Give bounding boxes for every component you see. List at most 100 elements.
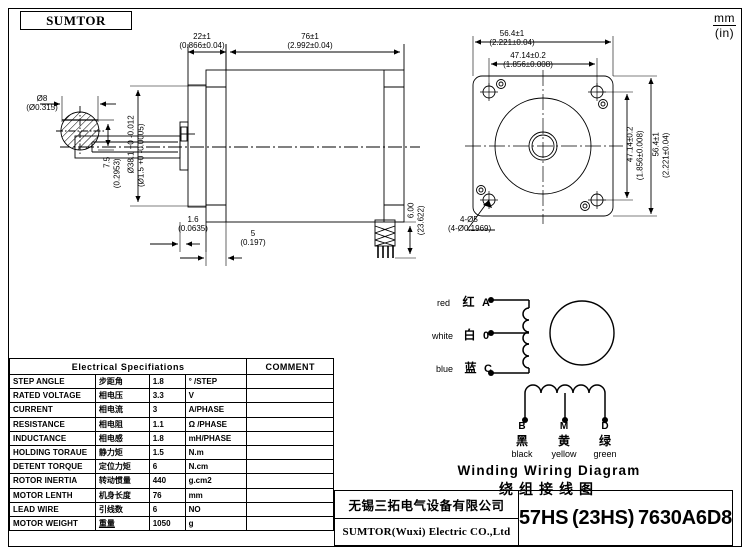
spec-comment-8 <box>246 487 334 503</box>
dim-bolt-circle-vertical-in: (1.856±0.008) <box>635 130 645 181</box>
model-number: 57HS (23HS) 7630A6D8 <box>518 506 732 529</box>
dim-body-length: 76±1 (2.992±0.04) <box>255 32 365 50</box>
dim-bolt-circle-horizontal: 47.14±0.2 (1.856±0.008) <box>448 51 608 69</box>
dim-bolt-circle-vertical: 47.14±0.2 (1.856±0.008) <box>626 127 645 181</box>
spec-comment-10 <box>246 515 334 532</box>
phase-lead-red-phase: A <box>481 297 490 309</box>
spec-label-cn-0: 步距角 <box>94 373 150 390</box>
dim-shaft-diameter-mm: Ø8 <box>36 94 48 103</box>
terminal-m: M 黄 yellow <box>544 421 584 459</box>
shaft-section-detail <box>22 92 137 202</box>
dim-pilot-diameter-in: (Ø1.5 +0 -0.0005) <box>136 123 146 187</box>
title-block-company: 无锡三拓电气设备有限公司 SUMTOR(Wuxi) Electric CO.,L… <box>335 491 519 545</box>
callout-mounting-holes-in: (4-Ø0.1969) <box>448 223 492 233</box>
spec-value-5: 1.5 <box>148 444 186 461</box>
spec-value-2: 3 <box>148 402 186 418</box>
shaft-section-svg <box>40 96 116 156</box>
title-block: 无锡三拓电气设备有限公司 SUMTOR(Wuxi) Electric CO.,L… <box>334 490 733 546</box>
terminal-d-color-en: green <box>593 449 617 459</box>
side-view-svg <box>60 44 420 266</box>
spec-value-0: 1.8 <box>148 373 186 390</box>
dim-body-width-mm: 56.4±1 <box>499 29 525 38</box>
terminal-m-color-en: yellow <box>551 449 577 459</box>
spec-label-en-10: MOTOR WEIGHT <box>9 515 96 532</box>
spec-value-3: 1.1 <box>148 416 186 432</box>
terminal-d-color-cn: 绿 <box>598 434 611 448</box>
spec-comment-5 <box>246 444 334 461</box>
spec-comment-0 <box>246 373 334 390</box>
dim-pilot-height-mm: 1.6 <box>187 215 199 224</box>
spec-unit-3: Ω /PHASE <box>184 416 248 432</box>
front-view-svg <box>465 36 657 231</box>
spec-comment-6 <box>246 459 334 475</box>
dim-shaft-diameter-in: (Ø0.315) <box>26 102 58 112</box>
spec-label-cn-5: 静力矩 <box>94 444 150 461</box>
phase-lead-red-color-en: red <box>437 298 451 308</box>
spec-value-6: 6 <box>148 459 186 475</box>
dim-shaft-length: 22±1 (0.866±0.04) <box>166 32 238 50</box>
spec-label-cn-7: 转动惯量 <box>94 473 150 489</box>
spec-label-en-4: INDUCTANCE <box>9 430 96 446</box>
dim-bolt-circle-vertical-mm: 47.14±0.2 <box>625 126 635 163</box>
dim-body-height-mm: 56.4±1 <box>651 132 661 157</box>
spec-comment-9 <box>246 501 334 517</box>
spec-label-en-8: MOTOR LENTH <box>9 487 96 503</box>
spec-table-comment-header: COMMENT <box>246 358 334 375</box>
spec-label-cn-6: 定位力矩 <box>94 459 150 475</box>
title-block-model: 57HS (23HS) 7630A6D8 <box>519 491 732 545</box>
terminal-b-letter: B <box>518 421 526 432</box>
spec-label-cn-2: 相电流 <box>94 402 150 418</box>
sheet-border <box>8 8 742 547</box>
dim-bolt-circle-horizontal-mm: 47.14±0.2 <box>510 51 546 60</box>
dim-shaft-length-in: (0.866±0.04) <box>179 40 225 50</box>
spec-unit-10: g <box>184 515 248 532</box>
brand-logo-box: SUMTOR <box>20 11 132 30</box>
units-secondary: (in) <box>714 25 735 40</box>
spec-label-en-0: STEP ANGLE <box>9 373 96 390</box>
dim-lead-length: 6.00 (23.622) <box>407 203 426 236</box>
units-label: mm (in) <box>713 10 736 39</box>
spec-label-en-6: DETENT TORQUE <box>9 459 96 475</box>
dim-shaft-flat: 7.5 (0.2953) <box>103 157 122 188</box>
spec-value-8: 76 <box>148 487 186 503</box>
units-primary: mm <box>713 11 736 26</box>
winding-diagram-svg <box>488 297 615 423</box>
dim-body-width: 56.4±1 (2.221±0.04) <box>432 29 592 47</box>
spec-unit-1: V <box>184 388 248 404</box>
dim-body-length-in: (2.992±0.04) <box>287 40 333 50</box>
spec-comment-1 <box>246 388 334 404</box>
dim-pilot-height-in: (0.0635) <box>178 223 208 233</box>
dim-body-height-in: (2.221±0.04) <box>661 132 671 178</box>
side-view <box>20 30 440 280</box>
spec-comment-3 <box>246 416 334 432</box>
spec-comment-4 <box>246 430 334 446</box>
phase-lead-blue: blue 蓝 C <box>436 359 492 377</box>
terminal-d-letter: D <box>601 421 609 432</box>
dim-shaft-flat-in: (0.2953) <box>112 158 122 189</box>
spec-unit-5: N.m <box>184 444 248 461</box>
phase-lead-red: red 红 A <box>437 293 490 311</box>
spec-unit-4: mH/PHASE <box>184 430 248 446</box>
spec-value-1: 3.3 <box>148 388 186 404</box>
electrical-specifications-table: Electrical Specifiations COMMENT STEP AN… <box>8 358 334 532</box>
spec-value-9: 6 <box>148 501 186 517</box>
dim-shaft-flat-mm: 7.5 <box>102 156 112 168</box>
spec-unit-9: NO <box>184 501 248 517</box>
terminal-b: B 黑 black <box>504 421 540 459</box>
spec-label-cn-1: 相电压 <box>94 388 150 404</box>
spec-table-header-row: Electrical Specifiations COMMENT <box>8 358 334 375</box>
spec-label-cn-10: 重量 <box>94 515 150 532</box>
dim-pilot-height: 1.6 (0.0635) <box>165 215 221 233</box>
dim-body-length-mm: 76±1 <box>301 32 319 41</box>
dim-bolt-circle-horizontal-in: (1.856±0.008) <box>503 59 553 69</box>
phase-lead-blue-color-cn: 蓝 <box>464 361 477 375</box>
